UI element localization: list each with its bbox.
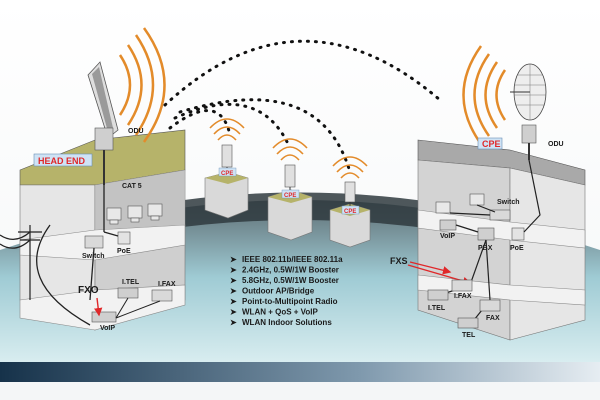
signal-arc [163, 39, 442, 107]
signal-waves-b2 [272, 138, 308, 161]
feature-item: WLAN Indoor Solutions [242, 318, 332, 327]
feature-bullet: ➤ [230, 318, 237, 327]
head-end-box [33, 153, 93, 167]
feature-bullet: ➤ [230, 308, 237, 317]
ifax-right-label: I.FAX [454, 293, 472, 300]
signal-waves-b3 [332, 156, 368, 179]
footer-bar [0, 362, 600, 382]
poe-left-device [117, 231, 131, 245]
feature-item: Outdoor AP/Bridge [242, 287, 315, 296]
itel-left-label: I.TEL [122, 279, 140, 286]
fax-right-device [479, 299, 501, 312]
feature-bullet: ➤ [230, 276, 237, 285]
odu-left-label: ODU [128, 128, 144, 135]
fax-right-label: FAX [486, 315, 500, 322]
cat5-label: CAT 5 [122, 183, 142, 190]
signal-waves-left [118, 27, 166, 143]
fxo-arrow [94, 297, 103, 317]
feature-bullet: ➤ [230, 255, 237, 264]
signal-waves-right [462, 45, 507, 145]
feature-item: IEEE 802.11b/IEEE 802.11a [242, 255, 343, 264]
voip-left-label: VoIP [100, 325, 115, 332]
poe-right-label: PoE [510, 245, 524, 252]
itel-right-label: I.TEL [428, 305, 446, 312]
poe-right-device [511, 227, 525, 241]
utility-pole [0, 225, 42, 300]
feature-bullet: ➤ [230, 297, 237, 306]
feature-item: 2.4GHz, 0.5W/1W Booster [242, 266, 339, 275]
odu-right-label: ODU [548, 141, 564, 148]
feature-bullet: ➤ [230, 287, 237, 296]
cpe-main-label: CPE [482, 139, 501, 149]
feature-item: Point-to-Multipoint Radio [242, 297, 338, 306]
poe-left-label: PoE [117, 248, 131, 255]
fxo-label: FXO [78, 285, 99, 296]
ifax-left-label: I.FAX [158, 281, 176, 288]
fxs-arrow-1 [409, 261, 452, 275]
odu-antenna-left [87, 61, 119, 185]
building-1 [204, 144, 249, 219]
fxs-label: FXS [390, 256, 408, 266]
cpe-b3-label: CPE [344, 209, 356, 215]
cables-left [36, 185, 119, 326]
voip-right-label: VoIP [440, 233, 455, 240]
feature-item: 5.8GHz, 0.5W/1W Booster [242, 276, 339, 285]
head-end-label: HEAD END [38, 156, 86, 166]
cpe-b2-label: CPE [284, 193, 296, 199]
feature-bullet: ➤ [230, 266, 237, 275]
pbx-device [477, 227, 495, 241]
ifax-left-device [151, 289, 173, 302]
tel-right-label: TEL [462, 332, 476, 339]
itel-right-device [427, 289, 449, 301]
voip-left-device [91, 311, 117, 323]
switch-right-label: Switch [497, 199, 520, 206]
tel-right-device [457, 317, 479, 329]
switch-left [84, 235, 104, 249]
cpe-main-box [477, 137, 503, 150]
voip-right-device [439, 219, 457, 231]
signal-waves-b1 [209, 118, 245, 141]
computers-left [106, 203, 163, 225]
itel-left-device [117, 287, 139, 299]
grid-dish-antenna [510, 63, 547, 160]
pbx-label: PBX [478, 245, 493, 252]
cpe-b1-label: CPE [221, 171, 233, 177]
feature-item: WLAN + QoS + VoIP [242, 308, 319, 317]
ifax-right-device [451, 279, 473, 292]
feature-list: ➤ IEEE 802.11b/IEEE 802.11a ➤ 2.4GHz, 0.5W/… [230, 255, 343, 327]
